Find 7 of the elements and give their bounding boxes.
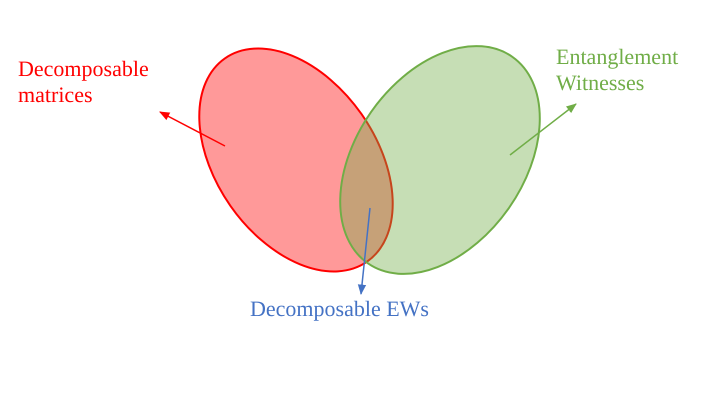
set-label: Entanglement Witnesses xyxy=(556,44,706,96)
set-label: Decomposable matrices xyxy=(18,56,168,108)
leader-arrow xyxy=(358,208,371,296)
set-ellipse xyxy=(339,45,541,275)
leader-arrow xyxy=(159,111,226,147)
leader-arrow xyxy=(510,103,577,156)
set-label: Decomposable EWs xyxy=(250,296,429,322)
